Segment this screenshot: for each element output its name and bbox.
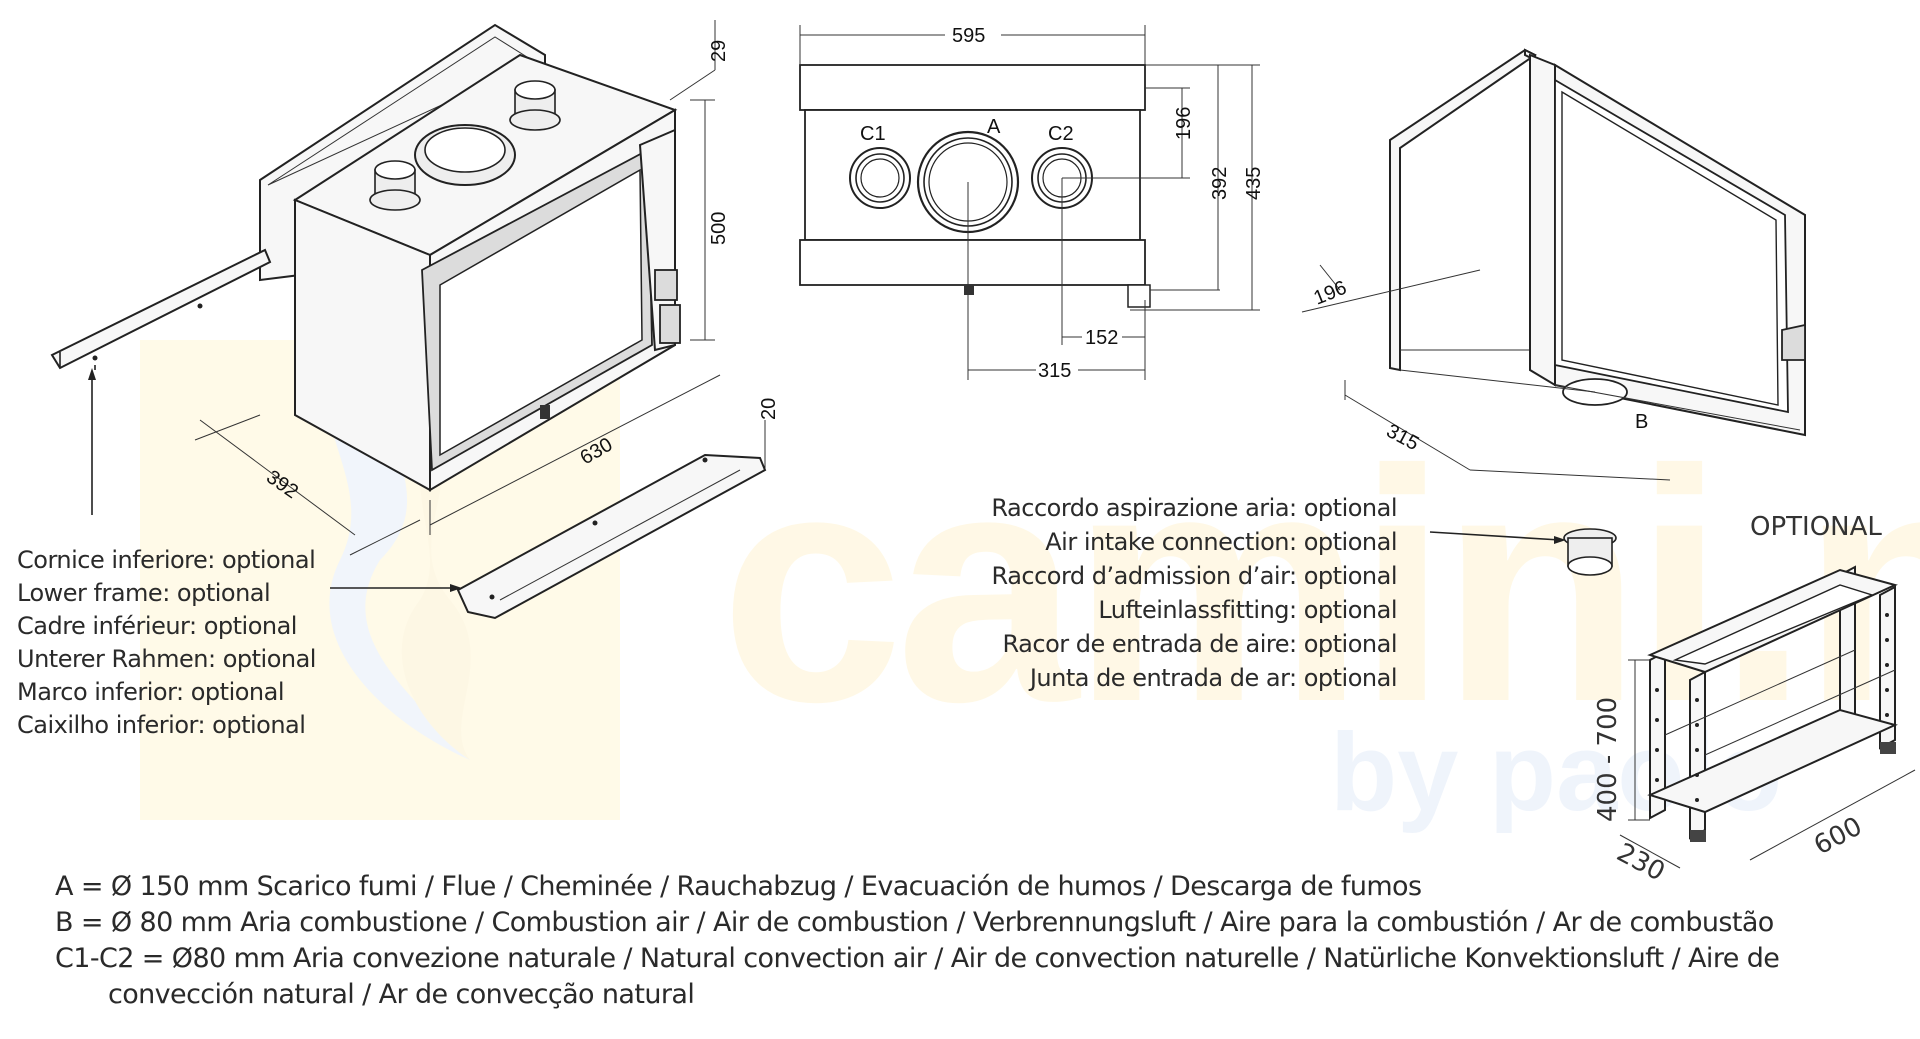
lower-frame-label-en: Lower frame: optional — [17, 579, 270, 607]
flue-collar-c1 — [369, 160, 421, 211]
dim-315-front: 315 — [1038, 360, 1071, 382]
dim-435: 435 — [1243, 167, 1265, 200]
legend-line-a: A = Ø 150 mm Scarico fumi / Flue / Chemi… — [55, 871, 1421, 902]
air-intake-label-de: Lufteinlassfitting: optional — [1098, 596, 1397, 624]
legend-line-b: B = Ø 80 mm Aria combustione / Combustio… — [55, 907, 1774, 938]
flue-collar-c2 — [509, 80, 561, 131]
dim-196-right: 196 — [1311, 277, 1350, 310]
label-c2: C2 — [1048, 123, 1074, 145]
air-intake-label-it: Raccordo aspirazione aria: optional — [991, 494, 1397, 522]
air-intake-label-es: Racor de entrada de aire: optional — [1003, 630, 1397, 658]
lower-frame-label-fr: Cadre inférieur: optional — [17, 612, 297, 640]
dim-500: 500 — [708, 212, 730, 245]
flue-collar-a — [414, 124, 516, 186]
dim-stand-width: 600 — [1809, 811, 1867, 861]
dim-595: 595 — [952, 25, 985, 47]
watermark-main: camini.net — [720, 401, 1920, 770]
legend: A = Ø 150 mm Scarico fumi / Flue / Chemi… — [55, 871, 1780, 1010]
lower-frame-label-pt: Caixilho inferior: optional — [17, 711, 305, 739]
air-intake-connection-drawing — [1429, 528, 1617, 576]
dim-152: 152 — [1085, 327, 1118, 349]
label-a: A — [987, 116, 1001, 138]
fireplace-top-view: C1 A C2 — [799, 64, 1151, 308]
fireplace-3d-view — [50, 23, 681, 515]
dim-20: 20 — [758, 398, 780, 420]
dim-stand-height: 400 - 700 — [1593, 697, 1623, 822]
optional-stand-drawing — [1619, 565, 1916, 869]
air-intake-label-en: Air intake connection: optional — [1045, 528, 1397, 556]
lower-frame-label-de: Unterer Rahmen: optional — [17, 645, 316, 673]
air-intake-label-pt: Junta de entrada de ar: optional — [1028, 664, 1397, 692]
label-c1: C1 — [860, 123, 886, 145]
optional-label: OPTIONAL — [1750, 512, 1882, 542]
dim-196-front: 196 — [1173, 107, 1195, 140]
dim-29: 29 — [708, 40, 730, 62]
dim-stand-depth: 230 — [1612, 838, 1670, 888]
label-b: B — [1635, 411, 1648, 433]
air-intake-label-fr: Raccord d’admission d’air: optional — [992, 562, 1397, 590]
fireplace-frame-3d-view: B — [1389, 48, 1806, 437]
lower-frame-drawing — [330, 453, 767, 620]
lower-frame-label-it: Cornice inferiore: optional — [17, 546, 315, 574]
legend-line-c-cont: convección natural / Ar de convecção nat… — [108, 979, 694, 1010]
dimension-lines-top-view: 595 196 392 435 152 315 — [799, 20, 1265, 382]
lower-frame-label-es: Marco inferior: optional — [17, 678, 284, 706]
legend-line-c: C1-C2 = Ø80 mm Aria convezione naturale … — [55, 943, 1779, 974]
dim-392-front: 392 — [1209, 167, 1231, 200]
